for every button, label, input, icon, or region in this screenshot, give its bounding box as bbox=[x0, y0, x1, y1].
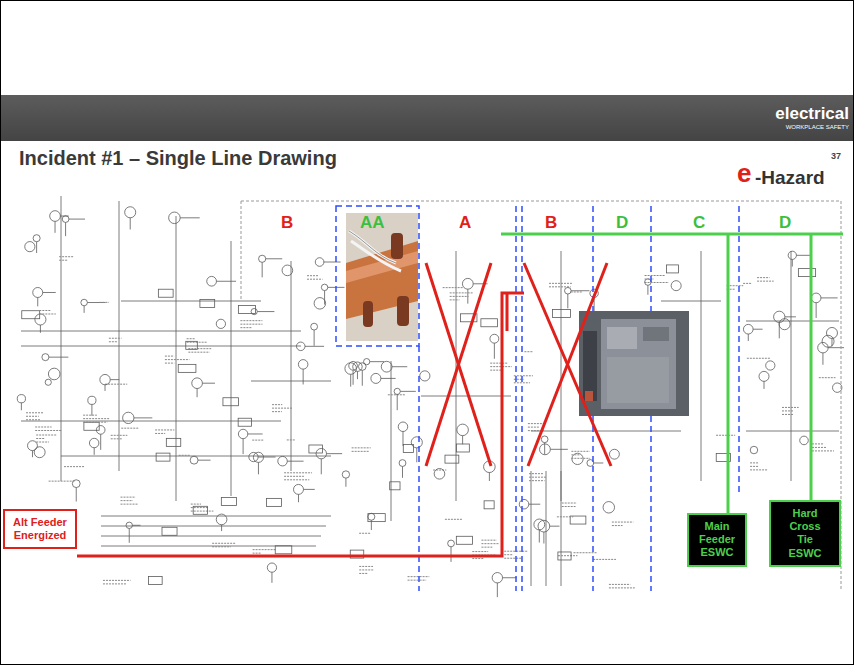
enclosure-outline bbox=[241, 201, 841, 591]
brand-word: electrical bbox=[775, 105, 849, 124]
header-band bbox=[1, 95, 854, 141]
schematic bbox=[17, 196, 844, 597]
column-letter: B bbox=[545, 214, 557, 233]
alt-feeder-wire bbox=[77, 293, 524, 556]
logo-word: -Hazard bbox=[755, 168, 825, 189]
switchgear-photo bbox=[579, 311, 689, 416]
box-label: Hard Cross Tie ESWC bbox=[781, 507, 829, 560]
box-label: Alt Feeder Energized bbox=[8, 516, 72, 542]
page-number: 37 bbox=[831, 152, 841, 162]
logo-letter: e bbox=[737, 159, 751, 188]
column-letter: C bbox=[693, 214, 705, 233]
column-dividers bbox=[336, 206, 739, 591]
column-letter: A bbox=[459, 214, 471, 233]
equipment-box: Main Feeder ESWC bbox=[687, 513, 747, 567]
box-label: Main Feeder ESWC bbox=[692, 520, 742, 560]
equipment-box: Hard Cross Tie ESWC bbox=[769, 500, 841, 567]
busbar-photo bbox=[346, 213, 418, 341]
column-letter: D bbox=[779, 214, 791, 233]
column-letter: D bbox=[616, 214, 628, 233]
slide-title: Incident #1 – Single Line Drawing bbox=[19, 147, 337, 169]
column-letter: AA bbox=[360, 214, 385, 233]
energized-bus bbox=[501, 234, 843, 513]
column-letter: B bbox=[281, 214, 293, 233]
alert-box: Alt Feeder Energized bbox=[3, 509, 77, 549]
brand-tagline: WORKPLACE SAFETY bbox=[786, 124, 849, 131]
